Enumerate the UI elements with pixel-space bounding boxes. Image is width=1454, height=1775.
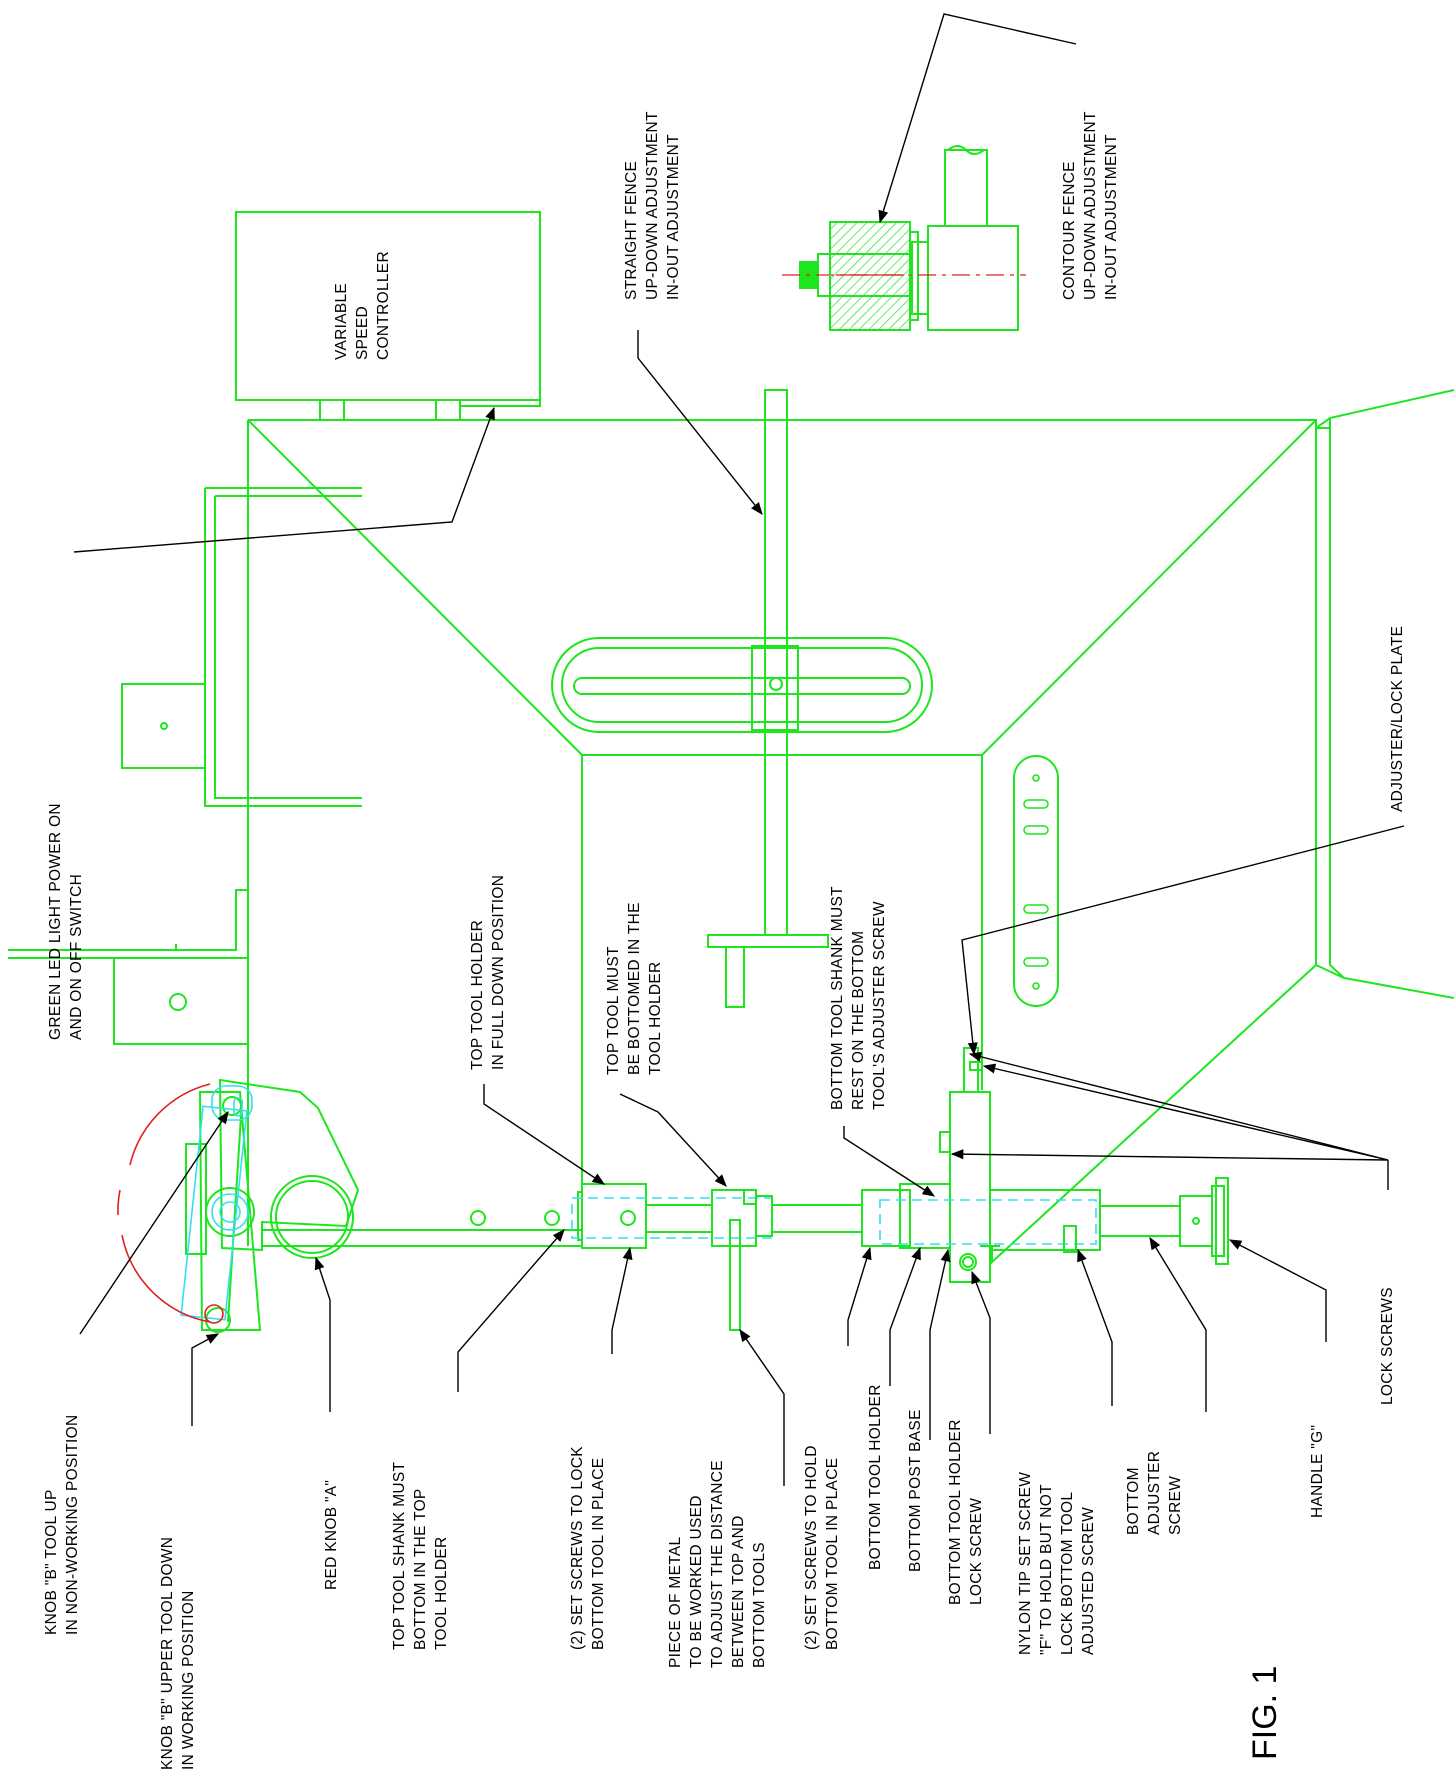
label-line: REST ON THE BOTTOM	[850, 931, 867, 1110]
label-line: BOTTOM TOOL HOLDER	[947, 1419, 964, 1605]
label-line: CONTROLLER	[375, 251, 392, 360]
label-line: IN WORKING POSITION	[180, 1590, 197, 1770]
label-line: CONTOUR FENCE	[1061, 161, 1078, 300]
label-line: BETWEEN TOP AND	[730, 1515, 747, 1668]
label-line: ADJUSTER	[1146, 1451, 1163, 1535]
label-red-knob: RED KNOB "A"	[323, 1480, 340, 1590]
label-line: ADJUSTER/LOCK PLATE	[1389, 626, 1406, 812]
label-line: BOTTOM	[1125, 1467, 1142, 1535]
label-line: TOOL'S ADJUSTER SCREW	[871, 901, 888, 1110]
label-line: (2) SET SCREWS TO LOCK	[569, 1446, 586, 1650]
label-line: TOOL HOLDER	[647, 961, 664, 1075]
label-line: (2) SET SCREWS TO HOLD	[803, 1445, 820, 1650]
label-line: IN NON-WORKING POSITION	[64, 1415, 81, 1635]
label-line: TOOL HOLDER	[433, 1536, 450, 1650]
label-line: KNOB "B" UPPER TOOL DOWN	[159, 1537, 176, 1770]
label-line: KNOB "B" TOOL UP	[43, 1489, 60, 1635]
figure-label: FIG. 1	[1246, 1666, 1284, 1760]
label-line: IN-OUT ADJUSTMENT	[1103, 134, 1120, 300]
label-line: STRAIGHT FENCE	[623, 161, 640, 300]
label-lock-screws: LOCK SCREWS	[1379, 1287, 1396, 1405]
label-line: UP-DOWN ADJUSTMENT	[644, 111, 661, 300]
label-line: LOCK SCREW	[968, 1498, 985, 1605]
label-bottom-tool-holder: BOTTOM TOOL HOLDER	[867, 1384, 884, 1570]
label-line: TO BE WORKED USED	[688, 1495, 705, 1668]
label-line: BOTTOM TOOL IN PLACE	[824, 1458, 841, 1650]
label-line: BOTTOM TOOL HOLDER	[867, 1384, 884, 1570]
label-line: HANDLE "G"	[1309, 1425, 1326, 1518]
label-line: PIECE OF METAL	[667, 1537, 684, 1668]
label-line: BOTTOM TOOLS	[751, 1542, 768, 1668]
label-line: ADJUSTED SCREW	[1080, 1507, 1097, 1655]
label-line: TOP TOOL MUST	[605, 946, 622, 1075]
label-line: TO ADJUST THE DISTANCE	[709, 1460, 726, 1668]
label-line: LOCK SCREWS	[1379, 1287, 1396, 1405]
label-line: BOTTOM POST BASE	[907, 1409, 924, 1572]
label-line: SPEED	[354, 306, 371, 360]
label-adjuster-lock-plate: ADJUSTER/LOCK PLATE	[1389, 626, 1406, 812]
label-line: RED KNOB "A"	[323, 1480, 340, 1590]
label-line: GREEN LED LIGHT POWER ON	[47, 803, 64, 1040]
label-line: LOCK BOTTOM TOOL	[1059, 1492, 1076, 1655]
label-bottom-post-base: BOTTOM POST BASE	[907, 1409, 924, 1572]
machine-outline	[8, 145, 1454, 1333]
label-line: BOTTOM IN THE TOP	[412, 1488, 429, 1650]
leader-lines	[73, 13, 1405, 1486]
label-line: NYLON TIP SET SCREW	[1017, 1472, 1034, 1655]
label-line: TOP TOOL HOLDER	[469, 920, 486, 1070]
label-line: BE BOTTOMED IN THE	[626, 902, 643, 1075]
label-line: "F" TO HOLD BUT NOT	[1038, 1484, 1055, 1655]
label-line: BOTTOM TOOL SHANK MUST	[829, 886, 846, 1110]
label-line: IN FULL DOWN POSITION	[490, 875, 507, 1070]
label-line: TOP TOOL SHANK MUST	[391, 1461, 408, 1650]
label-line: AND ON OFF SWITCH	[68, 874, 85, 1040]
label-line: BOTTOM TOOL IN PLACE	[590, 1458, 607, 1650]
label-line: UP-DOWN ADJUSTMENT	[1082, 111, 1099, 300]
label-line: VARIABLE	[333, 283, 350, 360]
label-handle-g: HANDLE "G"	[1309, 1425, 1326, 1518]
label-line: SCREW	[1167, 1476, 1184, 1535]
label-line: IN-OUT ADJUSTMENT	[665, 134, 682, 300]
